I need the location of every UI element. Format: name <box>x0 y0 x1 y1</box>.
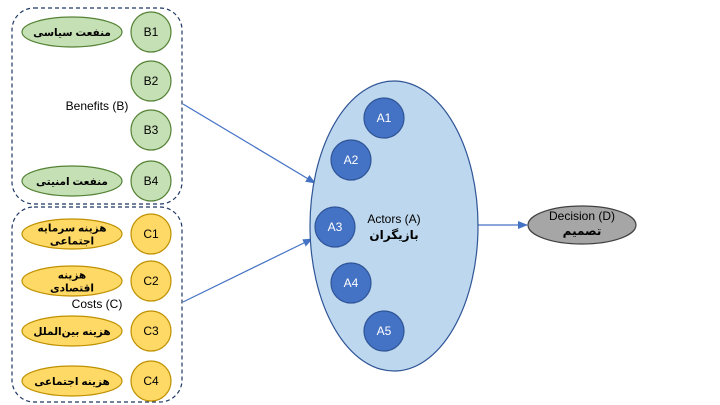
costs-group-border <box>11 206 183 403</box>
benefit-code-b3: B3 <box>144 123 159 137</box>
benefits-to-actors-arrow <box>182 103 316 184</box>
cost-label-box-c4 <box>21 365 123 397</box>
actor-node-a5 <box>363 310 405 352</box>
cost-code-c3: C3 <box>143 324 159 338</box>
actor-node-a2 <box>330 139 372 181</box>
cost-label-c3: هزینه بین‌الملل <box>33 326 110 338</box>
cost-node-c4 <box>130 360 172 402</box>
cost-label-box-c1 <box>21 218 123 250</box>
benefit-label-b4: منفعت امنیتی <box>36 176 108 188</box>
cost-code-c2: C2 <box>143 274 159 288</box>
cost-label-c2: هزینه <box>58 270 86 282</box>
benefit-node-b2 <box>130 60 172 102</box>
actor-node-a3 <box>314 206 356 248</box>
actor-node-label-a1: A1 <box>377 111 392 125</box>
actor-node-label-a2: A2 <box>344 153 359 167</box>
benefit-label-box-b4 <box>21 165 123 197</box>
cost-code-c1: C1 <box>143 227 159 241</box>
cost-label-box-c3 <box>21 315 123 347</box>
decision-label-en: Decision (D) <box>549 209 615 223</box>
actors-label-en: Actors (A) <box>367 212 420 226</box>
benefit-node-b1 <box>130 11 172 53</box>
actor-node-label-a3: A3 <box>328 220 343 234</box>
cost-node-c3 <box>130 310 172 352</box>
cost-label-c1: اجتماعی <box>50 236 94 248</box>
decision-label-fa: تصمیم <box>563 224 602 238</box>
actor-node-a4 <box>330 262 372 304</box>
benefits-group-border <box>11 7 183 205</box>
benefit-node-b4 <box>130 160 172 202</box>
actors-label-fa: بازیگران <box>369 228 418 242</box>
cost-node-c2 <box>130 260 172 302</box>
cost-node-c1 <box>130 213 172 255</box>
benefit-node-b3 <box>130 109 172 151</box>
costs-to-actors-arrow <box>182 238 313 303</box>
benefit-code-b4: B4 <box>144 174 159 188</box>
cost-label-c1: هزینه سرمایه <box>38 223 107 235</box>
actor-node-label-a4: A4 <box>344 276 359 290</box>
cost-code-c4: C4 <box>143 374 159 388</box>
benefit-code-b2: B2 <box>144 74 159 88</box>
decision-ellipse <box>527 205 637 245</box>
benefits-group-label: Benefits (B) <box>66 99 129 113</box>
cost-label-c2: اقتصادی <box>50 283 94 295</box>
benefit-label-box-b1 <box>21 16 123 48</box>
costs-group-label: Costs (C) <box>72 297 123 311</box>
benefit-label-b1: منفعت سیاسی <box>33 27 111 39</box>
benefit-code-b1: B1 <box>144 25 159 39</box>
cost-label-c4: هزینه اجتماعی <box>34 376 110 388</box>
actor-node-a1 <box>363 97 405 139</box>
actor-node-label-a5: A5 <box>377 324 392 338</box>
cost-label-box-c2 <box>21 265 123 297</box>
